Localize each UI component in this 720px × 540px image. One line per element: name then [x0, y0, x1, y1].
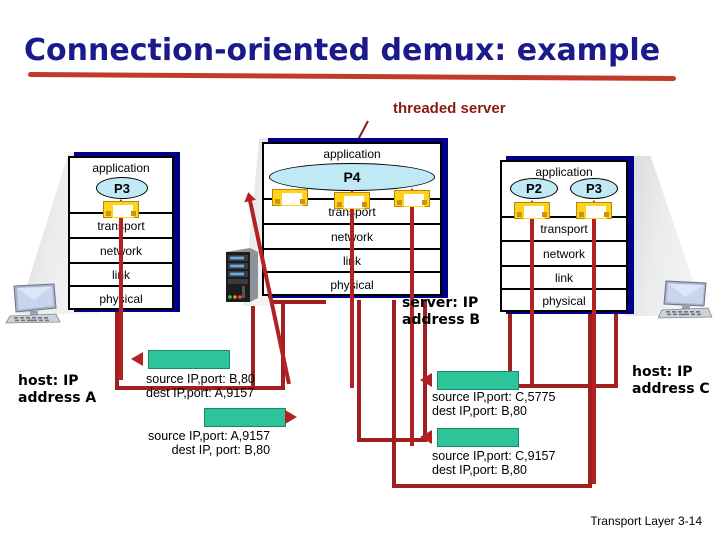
wire-hostc-right — [614, 300, 618, 388]
arrow-up-host-a — [115, 199, 127, 380]
host-label-server-b: server: IP address B — [402, 295, 480, 329]
packet-source-line: source IP,port: B,80 — [146, 372, 255, 386]
process-label-server-b-p4: P4 — [343, 169, 361, 185]
server-b-application-layer: application — [264, 144, 440, 198]
slide-footer: Transport Layer 3-14 — [590, 514, 702, 528]
host-label-a-line2: address A — [18, 389, 97, 406]
host-label-c-line1: host: IP — [632, 364, 693, 380]
packet-label-c5775-to-b80: source IP,port: C,5775 dest IP,port: B,8… — [432, 390, 555, 419]
packet-arrow-right-a9157-to-b80 — [285, 410, 297, 424]
host-c-application-label: application — [535, 165, 593, 179]
host-label-b-line2: address B — [402, 311, 481, 328]
page-title: Connection-oriented demux: example — [24, 33, 661, 68]
socket-hole — [403, 193, 425, 207]
socket-hole — [281, 192, 303, 206]
arrow-up-server-b-2 — [346, 190, 358, 388]
packet-dest-line: dest IP,port: B,80 — [432, 463, 527, 478]
host-c-application-layer: application — [502, 162, 626, 216]
packet-box-b80-to-a9157 — [148, 350, 230, 369]
desktop-computer-icon-host-a — [5, 283, 61, 324]
packet-box-a9157-to-b80 — [204, 408, 286, 427]
socket-hole — [343, 195, 365, 209]
process-oval-host-c-p3: P3 — [570, 178, 618, 199]
wire-hostc-bottom — [508, 384, 618, 388]
wire-c5775-riser — [357, 300, 361, 442]
packet-arrow-left-b80-to-a9157 — [131, 352, 143, 366]
process-oval-host-a-p3: P3 — [96, 177, 148, 199]
host-c-network-layer: network — [502, 240, 626, 265]
wire-left-riser — [251, 300, 255, 390]
socket-server-b-2[interactable] — [334, 192, 370, 209]
host-label-b-line1: server: IP — [402, 295, 479, 311]
title-underline-rule — [27, 72, 677, 81]
packet-arrow-left-c9157-to-b80 — [420, 430, 432, 444]
process-label-host-c-p3: P3 — [586, 181, 602, 196]
process-oval-server-b-p4: P4 — [269, 163, 435, 191]
packet-label-c9157-to-b80: source IP,port: C,9157 dest IP,port: B,8… — [432, 449, 555, 478]
host-c-physical-label: physical — [542, 294, 586, 308]
wire-left-down — [115, 300, 119, 390]
wire-c9157-bottom — [392, 484, 592, 488]
packet-source-line: source IP,port: A,9157 — [148, 429, 271, 443]
socket-server-b-3[interactable] — [394, 190, 430, 207]
wire-hostc-left — [508, 300, 512, 388]
packet-arrow-left-c5775-to-b80 — [420, 373, 432, 387]
host-c-network-label: network — [542, 246, 586, 261]
packet-dest-line: dest IP,port: A,9157 — [146, 386, 255, 401]
packet-label-a9157-to-b80: source IP,port: A,9157 dest IP, port: B,… — [148, 429, 270, 458]
packet-box-c9157-to-b80 — [437, 428, 519, 447]
process-oval-host-c-p2: P2 — [510, 178, 558, 199]
host-c-transport-layer: transport — [502, 216, 626, 240]
socket-hole — [112, 204, 134, 218]
packet-box-c5775-to-b80 — [437, 371, 519, 390]
desktop-computer-icon-host-c — [658, 280, 713, 319]
host-label-a: host: IP address A — [18, 373, 96, 407]
process-label-host-c-p2: P2 — [526, 181, 542, 196]
host-a-application-label: application — [92, 161, 150, 175]
packet-dest-line: dest IP,port: B,80 — [432, 404, 527, 419]
wire-outbound-riser — [281, 300, 285, 390]
host-label-c-line2: address C — [632, 380, 710, 397]
host-c-link-layer: link — [502, 265, 626, 288]
host-c-transport-label: transport — [540, 222, 588, 236]
host-label-a-line1: host: IP — [18, 373, 79, 389]
host-a-application-layer: application — [70, 158, 172, 212]
server-tower-icon — [226, 248, 258, 302]
packet-label-b80-to-a9157: source IP,port: B,80 dest IP,port: A,915… — [146, 372, 255, 401]
wire-left-top — [251, 300, 326, 304]
process-label-host-a-p3: P3 — [114, 180, 130, 196]
host-c-physical-layer: physical — [502, 288, 626, 312]
socket-hole — [523, 205, 545, 219]
wire-c9157-riser — [392, 300, 396, 488]
wire-c9157-drop — [588, 300, 592, 488]
server-b-application-label: application — [323, 147, 381, 161]
socket-host-c-p2[interactable] — [514, 202, 550, 219]
host-label-c: host: IP address C — [632, 364, 710, 398]
arrow-up-host-c-p3 — [588, 200, 600, 484]
packet-dest-line: dest IP, port: B,80 — [171, 443, 271, 458]
socket-hole — [585, 205, 607, 219]
threaded-server-label: threaded server — [393, 100, 506, 117]
host-c-link-label: link — [554, 270, 573, 285]
socket-host-a-p3[interactable] — [103, 201, 139, 218]
arrow-up-host-c-p2 — [526, 200, 538, 384]
socket-server-b-1[interactable] — [272, 189, 308, 206]
socket-host-c-p3[interactable] — [576, 202, 612, 219]
wire-c5775-drop — [423, 300, 427, 442]
packet-source-line: source IP,port: C,5775 — [432, 390, 556, 404]
wire-outbound-bottom — [115, 386, 285, 390]
packet-source-line: source IP,port: C,9157 — [432, 449, 556, 463]
